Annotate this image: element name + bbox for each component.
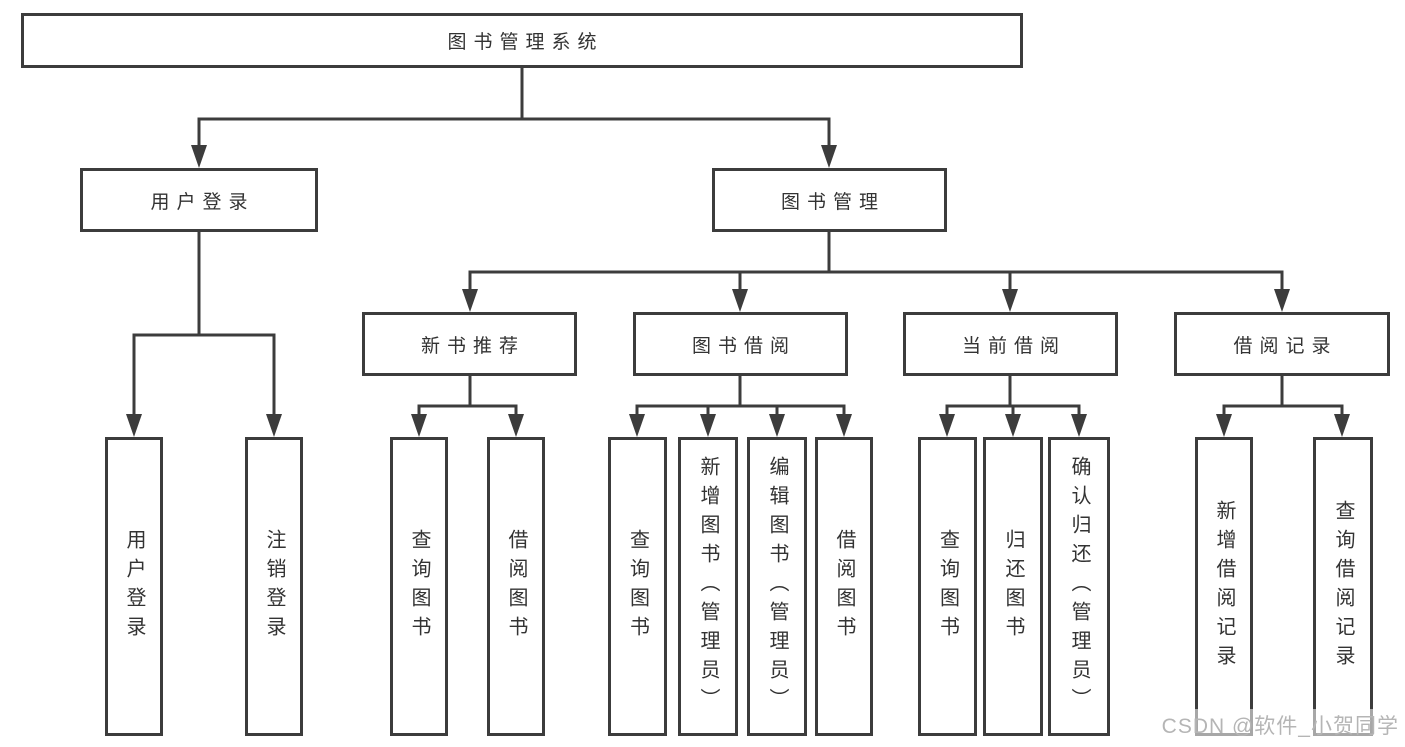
leaf-record-add-borrow-record: 新增借阅记录	[1195, 437, 1253, 736]
leaf-borrow-query-books: 查询图书	[608, 437, 667, 736]
leaf-logout: 注销登录	[245, 437, 303, 736]
leaf-current-query-books: 查询图书	[918, 437, 977, 736]
leaf-newbook-borrow-books: 借阅图书	[487, 437, 545, 736]
leaf-newbook-query-books: 查询图书	[390, 437, 448, 736]
node-root-library-management-system: 图书管理系统	[21, 13, 1023, 68]
leaf-current-confirm-return-admin: 确认归还（管理员）	[1048, 437, 1110, 736]
leaf-borrow-borrow-books: 借阅图书	[815, 437, 873, 736]
leaf-record-query-borrow-record: 查询借阅记录	[1313, 437, 1373, 736]
node-book-borrowing: 图书借阅	[633, 312, 848, 376]
leaf-current-return-books: 归还图书	[983, 437, 1043, 736]
node-user-login: 用户登录	[80, 168, 318, 232]
csdn-watermark: CSDN @软件_小贺同学	[1159, 709, 1401, 741]
leaf-borrow-edit-books-admin: 编辑图书（管理员）	[747, 437, 807, 736]
node-borrowing-records: 借阅记录	[1174, 312, 1390, 376]
leaf-borrow-add-books-admin: 新增图书（管理员）	[678, 437, 738, 736]
arrowhead-triangles	[126, 145, 1350, 437]
node-book-management: 图书管理	[712, 168, 947, 232]
leaf-user-login: 用户登录	[105, 437, 163, 736]
connector-lines	[132, 68, 1344, 416]
node-new-book-recommendation: 新书推荐	[362, 312, 577, 376]
node-current-borrowing: 当前借阅	[903, 312, 1118, 376]
